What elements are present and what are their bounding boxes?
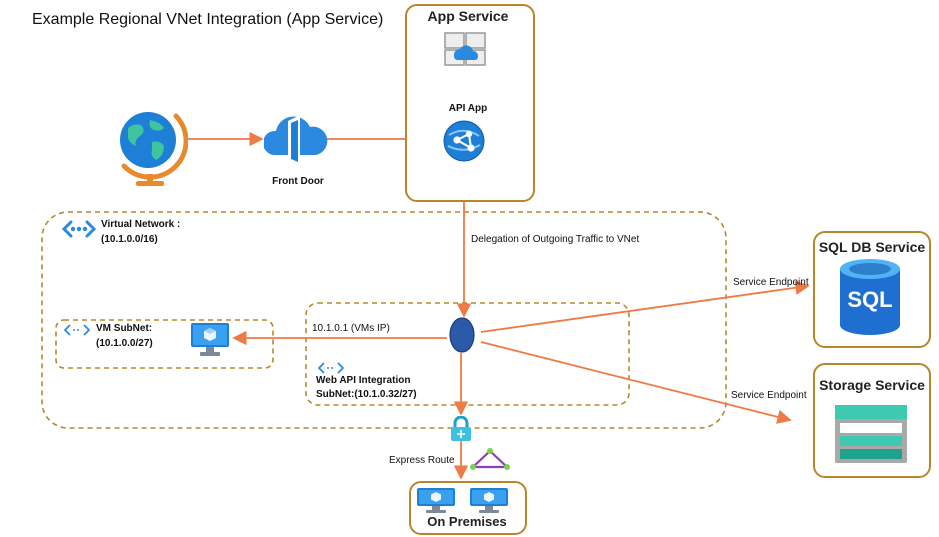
vpn-gateway-lock-icon[interactable] <box>450 415 472 447</box>
sql-icon-text: SQL <box>847 287 893 312</box>
vnet-title: Virtual Network : <box>101 219 181 230</box>
arrow-node-to-storage <box>480 341 792 424</box>
web-api-subnet-line2: SubNet:(10.1.0.32/27) <box>316 389 417 400</box>
api-app-label: API App <box>448 103 488 114</box>
vnet-icon <box>61 220 97 243</box>
app-service-title: App Service <box>427 8 509 24</box>
diagram-title: Example Regional VNet Integration (App S… <box>32 11 384 28</box>
sql-service-title: SQL DB Service <box>818 239 926 255</box>
vm-ip-label: 10.1.0.1 (VMs IP) <box>312 323 390 334</box>
vm-subnet-boundary <box>55 319 274 369</box>
globe-icon <box>114 106 189 193</box>
service-endpoint-label-sql: Service Endpoint <box>733 277 809 288</box>
virtual-machine-icon[interactable] <box>416 487 456 520</box>
subnet-icon <box>317 361 345 379</box>
api-app-icon[interactable] <box>443 120 485 167</box>
vnet-boundary <box>41 211 727 429</box>
web-api-subnet-line1: Web API Integration <box>316 375 411 386</box>
vnet-cidr: (10.1.0.0/16) <box>101 234 158 245</box>
storage-service-title: Storage Service <box>819 377 925 393</box>
front-door-label: Front Door <box>272 176 324 187</box>
front-door-icon[interactable] <box>262 107 328 172</box>
virtual-machine-icon[interactable] <box>469 487 509 520</box>
sql-database-icon[interactable] <box>838 259 902 342</box>
subnet-icon <box>63 323 91 341</box>
virtual-machine-icon[interactable] <box>190 322 230 363</box>
service-endpoint-label-storage: Service Endpoint <box>731 390 807 401</box>
arrow-node-to-sql <box>480 280 810 333</box>
storage-account-icon[interactable] <box>834 404 908 469</box>
app-service-plan-icon <box>444 32 486 71</box>
express-route-circuit-icon[interactable] <box>470 448 510 475</box>
delegation-label: Delegation of Outgoing Traffic to VNet <box>471 234 640 245</box>
vm-subnet-title: VM SubNet: <box>96 323 153 334</box>
express-route-label: Express Route <box>389 455 455 466</box>
on-premises-title: On Premises <box>427 514 507 529</box>
integration-node <box>449 317 475 353</box>
vm-subnet-cidr: (10.1.0.0/27) <box>96 338 153 349</box>
